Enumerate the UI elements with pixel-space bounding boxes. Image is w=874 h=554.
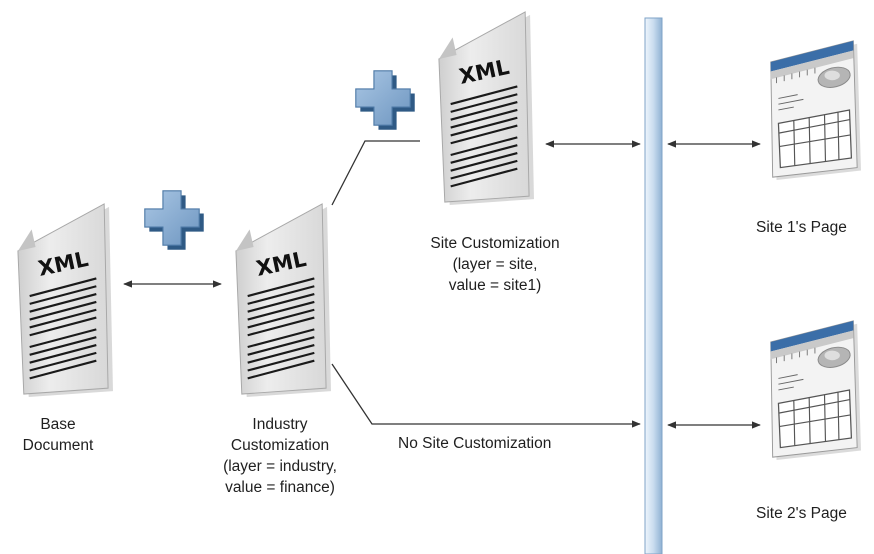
label-line: Site Customization: [430, 235, 560, 252]
label-line: Customization: [230, 437, 330, 454]
label-line: Base: [40, 416, 76, 433]
branch-line-site: [331, 140, 420, 206]
plus-icon: [144, 190, 205, 251]
site2-page-label: Site 2's Page: [756, 505, 847, 522]
site-customization-label: Site Customization (layer = site, value …: [395, 233, 595, 296]
web-page-icon: [770, 40, 862, 181]
industry-document: XML: [234, 202, 333, 399]
site-document: XML: [437, 10, 536, 207]
label-line: Industry: [252, 416, 308, 433]
branch-line-no-site: [331, 363, 641, 428]
xml-document-icon: [16, 202, 115, 399]
web-page-icon: [770, 320, 862, 461]
label-line: value = finance): [225, 479, 335, 496]
base-document-label: Base Document: [18, 414, 98, 456]
label-line: (layer = industry,: [223, 458, 337, 475]
label-line: value = site1): [448, 277, 542, 294]
plus-icon: [355, 70, 416, 131]
base-document: XML: [16, 202, 115, 399]
label-line: (layer = site,: [452, 256, 538, 273]
xml-document-icon: [437, 10, 536, 207]
industry-customization-label: Industry Customization (layer = industry…: [195, 414, 365, 498]
no-site-customization-label: No Site Customization: [398, 435, 552, 452]
separator-bar: [644, 17, 663, 554]
site1-page-label: Site 1's Page: [756, 219, 847, 236]
label-line: Document: [22, 437, 94, 454]
xml-document-icon: [234, 202, 333, 399]
